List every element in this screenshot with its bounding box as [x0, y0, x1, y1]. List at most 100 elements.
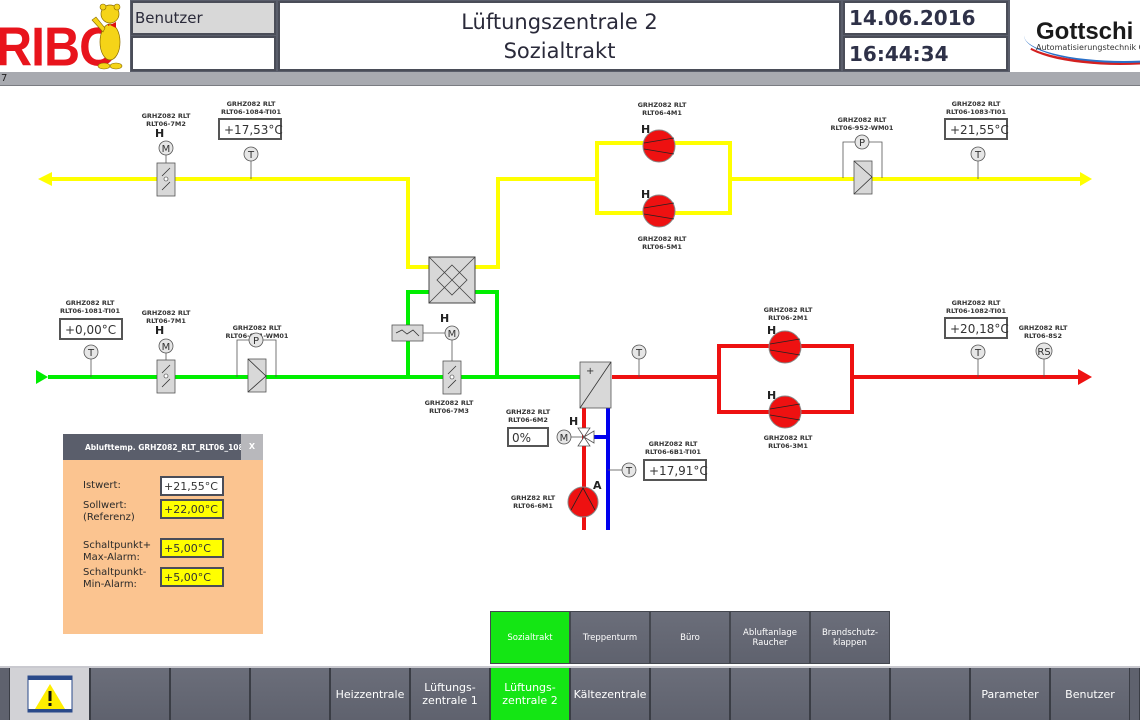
device-tag: GRHZ082 RLT — [764, 306, 813, 314]
header-bar: RIBO Benutzer Lüftungszentrale 2 Sozialt… — [0, 0, 1140, 72]
device-tag: GRHZ082 RLT — [952, 299, 1001, 307]
temperature-value: +20,18°C — [950, 322, 1009, 336]
nav-kaeltezentrale[interactable]: Kältezentrale — [570, 668, 650, 720]
pump-icon — [567, 486, 599, 518]
valve-position-value: 0% — [512, 431, 531, 445]
sollwert-input[interactable]: +22,00°C — [160, 499, 224, 519]
mixing-valve-6m2[interactable]: GRHZ82 RLT RLT06-6M2 0% H M — [506, 408, 595, 447]
min-alarm-input[interactable]: +5,00°C — [160, 567, 224, 587]
subnav-buero[interactable]: Büro — [650, 611, 730, 664]
exhaust-damper-7m2[interactable]: GRHZ082 RLT RLT06-7M2 H M — [142, 112, 191, 197]
device-tag: RLT06-952-WM01 — [831, 124, 894, 132]
device-tag: RLT06-7M1 — [146, 317, 186, 325]
device-tag: RLT06-4M1 — [642, 109, 682, 117]
outside-filter-951[interactable]: GRHZ082 RLT RLT06-951-WM01 P — [226, 324, 289, 393]
mode-indicator: H — [641, 188, 650, 201]
exhaust-inlet-arrow-icon — [1080, 172, 1092, 186]
mode-indicator: H — [767, 389, 776, 402]
alarm-button[interactable] — [10, 668, 90, 720]
valve-icon — [577, 427, 591, 438]
supply-temp-sensor-1082[interactable]: GRHZ082 RLT RLT06-1082-TI01 +20,18°C T — [944, 299, 1009, 377]
device-tag: RLT06-6M1 — [513, 502, 553, 510]
nav-parameter[interactable]: Parameter — [970, 668, 1050, 720]
nav-empty-2[interactable] — [170, 668, 250, 720]
outside-temp-sensor-1081[interactable]: GRHZ082 RLT RLT06-1081-TI01 +0,00°C T — [59, 299, 123, 377]
popup-close-button[interactable]: X — [241, 434, 263, 460]
pressure-sensor-icon — [854, 134, 870, 150]
max-alarm-input[interactable]: +5,00°C — [160, 538, 224, 558]
page-title-line2: Sozialtrakt — [503, 39, 616, 63]
sub-navigation: Sozialtrakt Treppenturm Büro Abluftanlag… — [490, 611, 890, 664]
nav-empty-5[interactable] — [730, 668, 810, 720]
popup-label-min-alarm: Schaltpunkt- Min-Alarm: — [83, 567, 147, 590]
heater-temp-sensor[interactable]: T — [631, 344, 647, 377]
nav-empty-7[interactable] — [890, 668, 970, 720]
popup-title: Ablufttemp. GRHZ082_RLT_RLT06_1083 — [85, 443, 249, 452]
water-temp-sensor-6b1[interactable]: T GRHZ082 RLT RLT06-6B1-TI01 +17,91°C — [608, 440, 708, 481]
subnav-abluftanlage-raucher[interactable]: Abluftanlage Raucher — [730, 611, 810, 664]
main-navigation: Heizzentrale Lüftungs- zentrale 1 Lüftun… — [0, 666, 1140, 720]
fan-icon — [768, 330, 802, 364]
device-tag: RLT06-1081-TI01 — [60, 307, 120, 315]
heat-recovery-exchanger[interactable] — [428, 256, 476, 304]
heating-coil[interactable]: + — [579, 361, 612, 409]
warning-window-icon — [27, 675, 72, 713]
supply-fan-3m1[interactable]: H GRHZ082 RLT RLT06-3M1 — [764, 389, 813, 450]
status-bar: 7 — [0, 72, 1140, 86]
device-tag: GRHZ082 RLT — [425, 399, 474, 407]
device-tag: GRHZ082 RLT — [638, 101, 687, 109]
subnav-treppenturm[interactable]: Treppenturm — [570, 611, 650, 664]
fan-icon — [642, 129, 676, 163]
mode-indicator: H — [155, 324, 164, 337]
device-tag: RLT06-5M1 — [642, 243, 682, 251]
device-tag: GRHZ082 RLT — [1019, 324, 1068, 332]
outside-damper-7m1[interactable]: GRHZ082 RLT RLT06-7M1 H M — [142, 309, 191, 394]
device-tag: RLT06-1084-TI01 — [221, 108, 281, 116]
bear-mascot-icon — [91, 3, 123, 70]
device-tag: GRHZ082 RLT — [952, 100, 1001, 108]
logo-right-subtitle: Automatisierungstechnik G — [1036, 43, 1140, 52]
exhaust-fan-4m1[interactable]: GRHZ082 RLT RLT06-4M1 H — [638, 101, 687, 163]
motor-symbol: M — [448, 329, 457, 340]
nav-empty-3[interactable] — [250, 668, 330, 720]
user-value-field[interactable] — [131, 36, 276, 71]
pressure-sensor-icon — [248, 332, 264, 348]
user-label: Benutzer — [131, 1, 276, 35]
nav-heizzentrale[interactable]: Heizzentrale — [330, 668, 410, 720]
outside-air-duct — [36, 290, 580, 384]
supply-arrow-icon — [1078, 369, 1092, 385]
company-logo-left: RIBO — [0, 0, 130, 72]
nav-empty-4[interactable] — [650, 668, 730, 720]
device-tag: GRHZ082 RLT — [838, 116, 887, 124]
mode-indicator: H — [155, 127, 164, 140]
exhaust-temp-sensor-1084[interactable]: GRHZ082 RLT RLT06-1084-TI01 +17,53°C T — [218, 100, 283, 179]
nav-lueftungszentrale-1[interactable]: Lüftungs- zentrale 1 — [410, 668, 490, 720]
device-tag: GRHZ082 RLT — [142, 309, 191, 317]
nav-empty-6[interactable] — [810, 668, 890, 720]
device-tag: GRHZ082 RLT — [233, 324, 282, 332]
subnav-brandschutzklappen[interactable]: Brandschutz- klappen — [810, 611, 890, 664]
device-tag: GRHZ082 RLT — [227, 100, 276, 108]
nav-lueftungszentrale-2[interactable]: Lüftungs- zentrale 2 — [490, 668, 570, 720]
popup-header[interactable]: Ablufttemp. GRHZ082_RLT_RLT06_1083 X — [63, 434, 263, 460]
nav-benutzer[interactable]: Benutzer — [1050, 668, 1130, 720]
smoke-sensor-8s2[interactable]: GRHZ082 RLT RLT06-8S2 RS — [1019, 324, 1068, 377]
filter-icon — [853, 160, 873, 195]
supply-air-duct — [612, 344, 1092, 414]
temperature-value: +17,53°C — [224, 123, 283, 137]
hvac-schematic: GRHZ082 RLT RLT06-7M2 H M GRHZ082 RLT RL… — [36, 100, 1092, 530]
supply-fan-2m1[interactable]: GRHZ082 RLT RLT06-2M1 H — [764, 306, 813, 364]
exhaust-temp-sensor-1083[interactable]: GRHZ082 RLT RLT06-1083-TI01 +21,55°C T — [944, 100, 1009, 179]
bypass-damper-7m3[interactable]: H M GRHZ082 RLT RLT06-7M3 — [391, 312, 474, 415]
exhaust-fan-5m1[interactable]: H GRHZ082 RLT RLT06-5M1 — [638, 188, 687, 251]
device-tag: RLT06-2M1 — [768, 314, 808, 322]
device-tag: RLT06-1082-TI01 — [946, 307, 1006, 315]
device-tag: GRHZ082 RLT — [638, 235, 687, 243]
nav-empty-1[interactable] — [90, 668, 170, 720]
exhaust-filter-952[interactable]: GRHZ082 RLT RLT06-952-WM01 P — [831, 116, 894, 195]
pump-6m1[interactable]: GRHZ82 RLT RLT06-6M1 A — [511, 479, 602, 518]
fan-icon — [768, 395, 802, 429]
device-tag: RLT06-3M1 — [768, 442, 808, 450]
subnav-sozialtrakt[interactable]: Sozialtrakt — [490, 611, 570, 664]
device-tag: RLT06-8S2 — [1024, 332, 1062, 340]
